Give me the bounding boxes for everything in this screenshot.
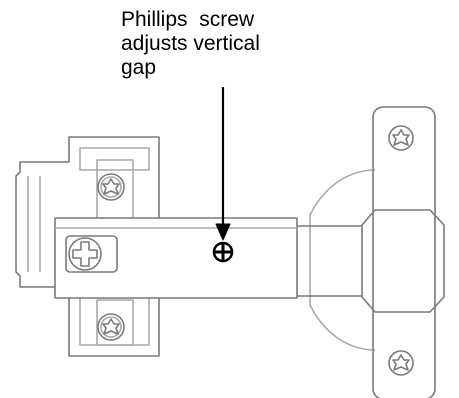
phillips-screw-icon bbox=[65, 235, 118, 273]
callout-arrow bbox=[215, 87, 231, 241]
hinge-cup-plate bbox=[309, 106, 445, 398]
hinge-neck bbox=[296, 225, 362, 297]
torx-screw-icon bbox=[97, 313, 125, 341]
torx-screw-icon bbox=[388, 350, 414, 376]
callout-text: Phillips screw adjusts vertical gap bbox=[121, 8, 260, 79]
torx-screw-icon bbox=[97, 173, 125, 201]
torx-screw-icon bbox=[388, 125, 414, 151]
phillips-screw-icon bbox=[212, 241, 234, 263]
